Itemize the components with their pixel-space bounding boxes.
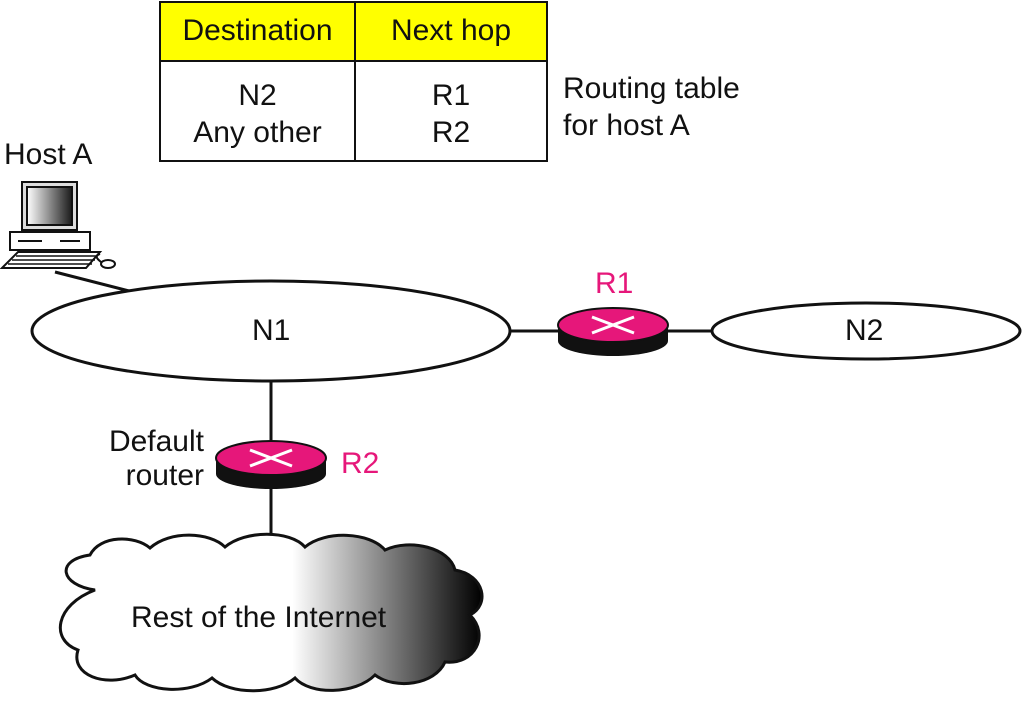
network-n2-label: N2: [845, 314, 884, 347]
network-n1: [30, 279, 512, 383]
table-cell: R1: [431, 79, 471, 112]
destination-column: N2 Any other: [161, 77, 354, 151]
caption-line: Routing table: [563, 72, 740, 105]
router-r1-icon: [557, 307, 669, 356]
network-n1-label: N1: [252, 314, 291, 347]
column-header-next-hop: Next hop: [390, 14, 512, 47]
table-cell: Any other: [193, 116, 322, 149]
router-r1-label: R1: [595, 267, 634, 300]
links: [54, 270, 715, 548]
table-cell: R2: [431, 116, 471, 149]
table-cell: N2: [238, 79, 277, 112]
internet-label: Rest of the Internet: [131, 601, 387, 634]
routing-table-caption: Routing table for host A: [563, 70, 740, 144]
caption-line: for host A: [563, 109, 690, 142]
routing-table-header: [161, 3, 546, 62]
column-header-destination: Destination: [182, 14, 333, 47]
network-n2: [710, 301, 1022, 361]
next-hop-column: R1 R2: [356, 77, 546, 151]
routing-table: Destination Next hop N2 Any other R1 R2: [159, 1, 548, 162]
link-host-n1: [54, 270, 134, 294]
host-label: Host A: [4, 138, 93, 171]
internet-cloud-icon: [58, 532, 484, 693]
default-router-label: Default router: [96, 425, 204, 493]
default-router-line: Default: [108, 425, 204, 458]
router-r2-icon: [215, 440, 327, 489]
routing-table-divider: [354, 3, 356, 160]
computer-icon: [0, 181, 116, 269]
default-router-line: router: [125, 459, 204, 492]
router-r2-label: R2: [341, 447, 380, 480]
